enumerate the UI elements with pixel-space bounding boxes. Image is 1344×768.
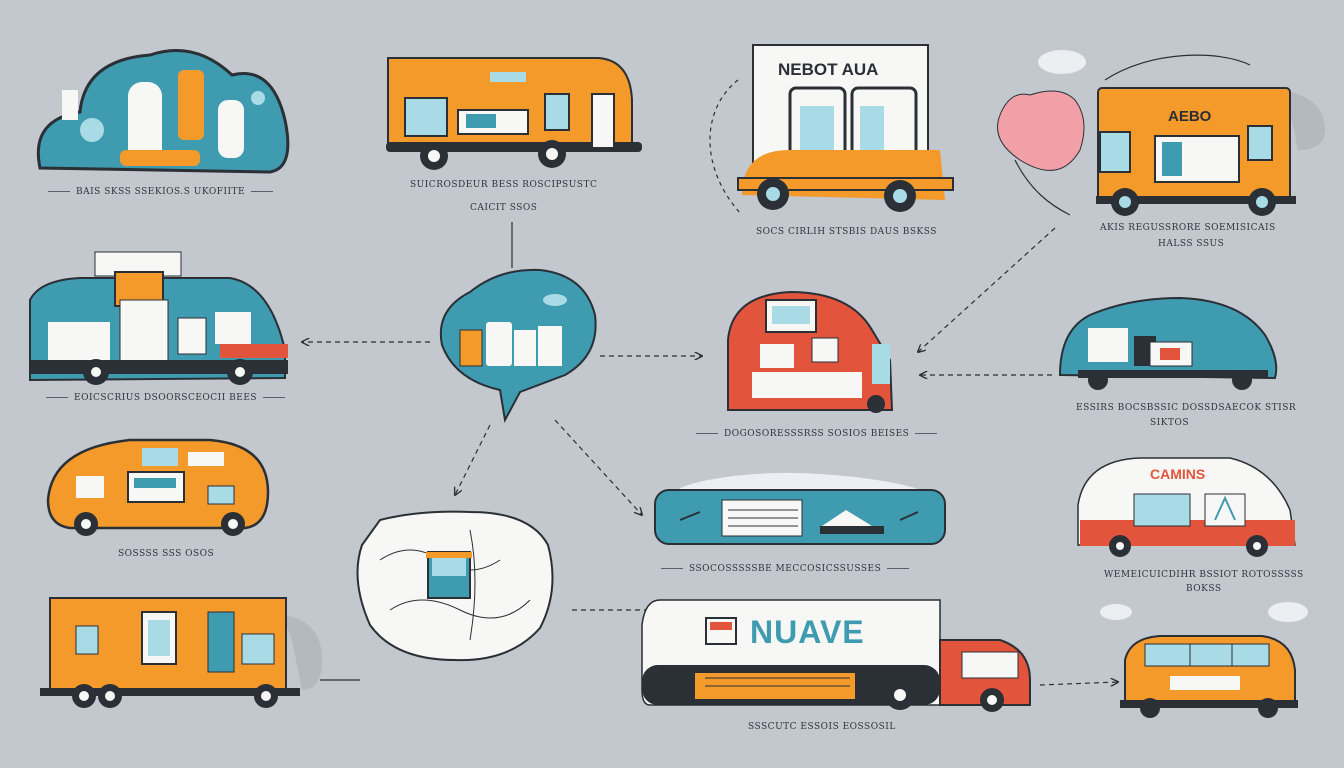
van-bottom-right bbox=[1100, 602, 1308, 718]
cloud-icon bbox=[1100, 604, 1132, 620]
truck-top-right bbox=[997, 50, 1325, 216]
van-right-lower bbox=[1077, 457, 1296, 557]
caption-van-right-lower-1: WEMEICUICDIHR BSSIOT ROTOSSSSS bbox=[1104, 570, 1304, 580]
red-trailer-center bbox=[727, 290, 894, 413]
caption-cloud-top-left: BAIS SKSS SSEKIOS.S UKOFIITE bbox=[42, 187, 279, 197]
van-right-middle bbox=[1058, 296, 1278, 390]
sign-truck-top-right: AEBO bbox=[1168, 108, 1212, 125]
caption-truck-bottom-center: SSSCUTC ESSOIS EOSSOSIL bbox=[748, 722, 896, 732]
truck-top-center bbox=[737, 44, 954, 212]
truck-top-left bbox=[386, 57, 642, 170]
truck-bottom-center bbox=[641, 599, 1031, 712]
connector-arrows bbox=[302, 54, 1251, 685]
heart-icon bbox=[997, 90, 1085, 171]
caption-van-right-lower-2: BOKSS bbox=[1186, 584, 1222, 594]
arrow-to-map bbox=[455, 424, 491, 495]
caravan-left-lower bbox=[46, 438, 270, 536]
cloud-icon bbox=[1268, 602, 1308, 622]
curve-top-right bbox=[1104, 54, 1251, 81]
speech-bubble-icon bbox=[439, 268, 597, 424]
cloud-icon bbox=[1038, 50, 1086, 74]
caption-camper-left-middle: EOICSCRIUS DSOORSCEOCII BEES bbox=[40, 393, 291, 403]
caption-truck-top-right-2: HALSS SSUS bbox=[1158, 239, 1225, 249]
caption-van-right-middle-2: SIKTOS bbox=[1150, 418, 1189, 428]
sign-van-right-middle: CAMINS bbox=[1150, 466, 1206, 482]
caption-truck-top-right-1: AKIS REGUSSRORE SOEMISICAIS bbox=[1100, 223, 1276, 233]
curve-heart bbox=[1014, 159, 1071, 216]
sign-truck-bottom-center: NUAVE bbox=[750, 614, 865, 650]
sign-truck-top-center: NEBOT AUA bbox=[778, 60, 879, 79]
caption-truck-top-left-1: SUICROSDEUR BESS ROSCIPSUSTC bbox=[410, 180, 598, 190]
caption-red-trailer: DOGOSORESSSRSS SOSIOS BEISES bbox=[690, 429, 943, 439]
curve-top-center bbox=[709, 79, 743, 216]
arrow-to-train bbox=[554, 419, 642, 515]
arrow-top-right bbox=[918, 227, 1056, 352]
caption-truck-top-center: SOCS CIRLIH STSBIS DAUS BSKSS bbox=[756, 227, 937, 237]
train-center bbox=[654, 472, 946, 545]
truck-bottom-left bbox=[40, 597, 322, 708]
map-icon bbox=[356, 510, 554, 662]
caption-caravan-left-lower: SOSSSS SSS OSOS bbox=[118, 549, 215, 559]
cloud-scene-top-left bbox=[36, 49, 290, 174]
caption-truck-top-left-2: CAICIT SSOS bbox=[470, 203, 538, 213]
caption-train-center: SSOCOSSSSSBE MECCOSICSSUSSES bbox=[655, 564, 915, 574]
arrow-to-bottom-van bbox=[1039, 682, 1118, 685]
camper-left-middle bbox=[29, 251, 288, 385]
caption-van-right-middle-1: ESSIRS BOCSBSSIC DOSSDSAECOK STISR bbox=[1076, 403, 1297, 413]
